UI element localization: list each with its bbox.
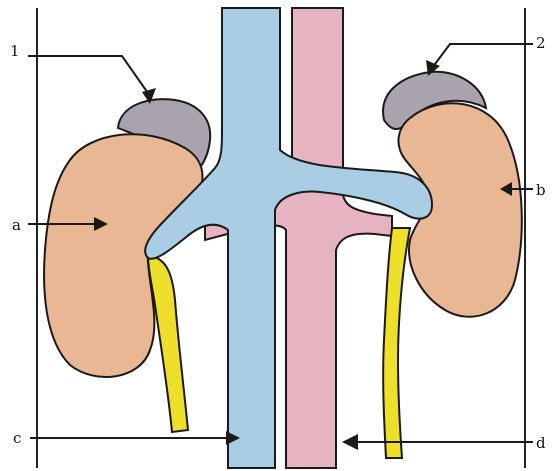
label-1: 1: [10, 44, 20, 59]
arrowhead-d: [342, 434, 358, 450]
leader-line-2: [432, 44, 533, 68]
label-2: 2: [536, 36, 546, 51]
label-b: b: [536, 183, 546, 198]
label-c: c: [13, 431, 21, 446]
left-ureter: [148, 255, 188, 432]
label-a: a: [12, 218, 21, 233]
leader-line-1: [28, 56, 150, 96]
right-ureter: [383, 228, 410, 458]
label-d: d: [536, 436, 546, 451]
